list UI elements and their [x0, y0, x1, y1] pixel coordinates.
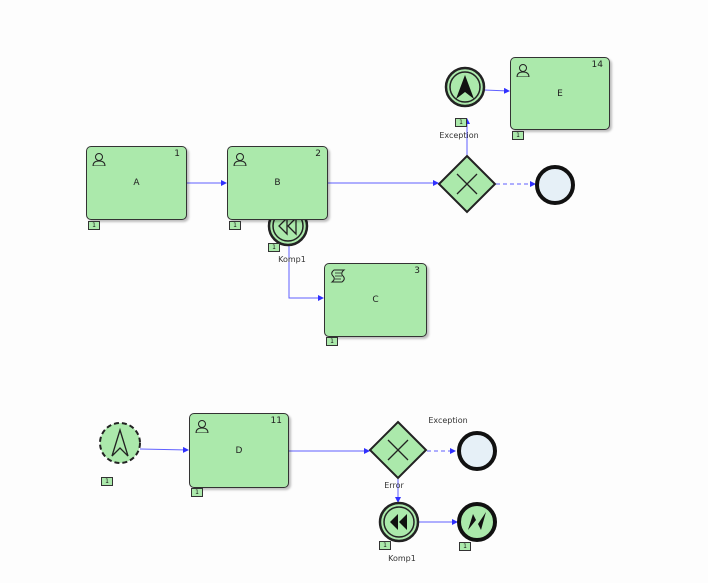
error-end-event[interactable] [457, 502, 497, 542]
task-name: E [557, 88, 563, 99]
marker-b: 1 [229, 221, 241, 230]
flow-start-d[interactable] [139, 446, 189, 453]
label-error: Error [384, 481, 404, 490]
error-icon [468, 512, 486, 530]
task-number: 14 [591, 60, 603, 70]
escalation-icon [111, 427, 129, 457]
compensation-icon [390, 514, 407, 530]
label-komp1-bottom: Komp1 [388, 554, 416, 563]
flow-exception-e[interactable] [483, 87, 510, 94]
task-name: A [133, 178, 140, 188]
marker-error-end: 1 [459, 542, 471, 551]
user-icon [516, 62, 530, 81]
compensation-icon [278, 216, 297, 236]
flow-komp1-c[interactable] [288, 245, 324, 301]
task-c[interactable]: 3 C [324, 263, 427, 337]
task-number: 2 [315, 149, 321, 159]
label-exception-top: Exception [439, 131, 479, 140]
exclusive-gateway-bottom[interactable] [368, 420, 428, 480]
exclusive-gateway-top[interactable] [437, 154, 497, 214]
user-icon [195, 418, 209, 437]
task-e[interactable]: 14 E [510, 57, 610, 130]
marker-start-bottom: 1 [101, 477, 113, 486]
task-name: B [274, 178, 281, 188]
task-number: 11 [270, 416, 282, 426]
user-icon [92, 151, 106, 170]
task-d[interactable]: 11 D [189, 413, 289, 488]
escalation-event-top[interactable] [444, 66, 486, 108]
marker-a: 1 [88, 221, 100, 230]
script-icon [330, 268, 346, 287]
end-event-top[interactable] [535, 165, 575, 205]
task-name: D [235, 445, 243, 456]
marker-d: 1 [191, 488, 203, 497]
task-name: C [372, 295, 379, 305]
escalation-icon [456, 75, 474, 99]
escalation-start-event-bottom[interactable] [99, 422, 141, 464]
label-exception-bottom: Exception [428, 416, 468, 425]
task-b[interactable]: 2 B [227, 146, 328, 220]
task-number: 1 [174, 149, 180, 159]
label-komp1-top: Komp1 [278, 255, 306, 264]
marker-komp1-bottom: 1 [379, 541, 391, 550]
user-icon [233, 151, 247, 170]
compensation-event-bottom[interactable] [378, 501, 420, 543]
marker-exception-top: 1 [455, 118, 467, 127]
task-number: 3 [414, 266, 420, 276]
end-event-bottom[interactable] [457, 431, 497, 471]
marker-komp1-top: 1 [268, 243, 280, 252]
task-a[interactable]: 1 A [86, 146, 187, 220]
marker-e: 1 [512, 131, 524, 140]
marker-c: 1 [326, 337, 338, 346]
